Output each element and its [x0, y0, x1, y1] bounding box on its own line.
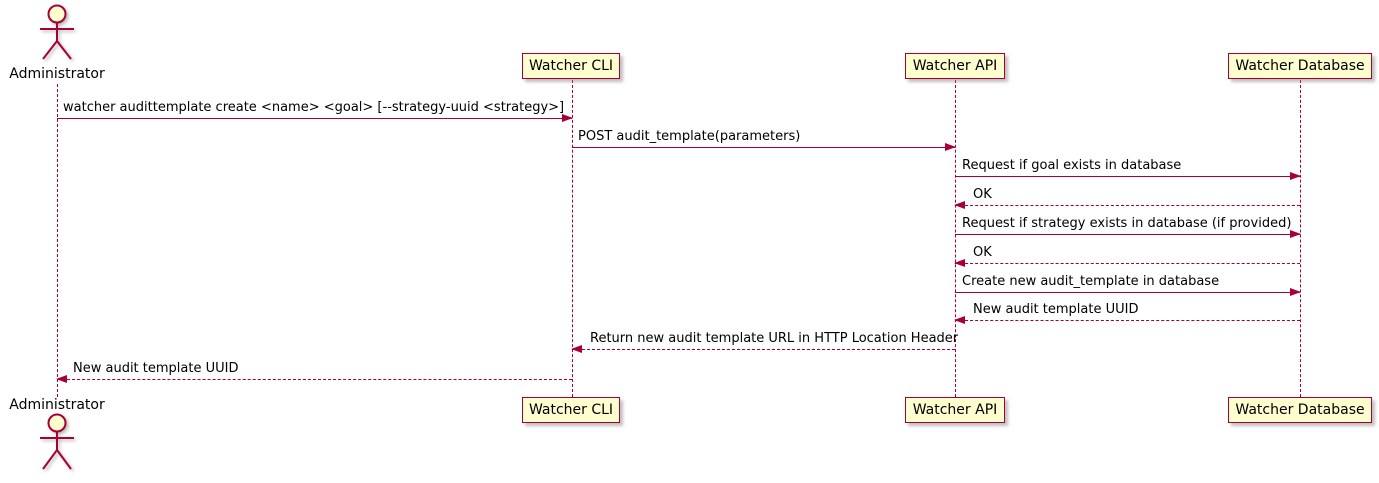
- message-arrow: [572, 143, 956, 151]
- message-arrow: [955, 172, 1301, 180]
- message-arrow: [56, 375, 572, 383]
- lifeline-administrator: [57, 84, 58, 397]
- participant-watcher-api-top: Watcher API: [905, 53, 1005, 79]
- message-label: New audit template UUID: [73, 361, 239, 376]
- message-arrow: [954, 259, 1300, 267]
- message-label: Create new audit_template in database: [962, 274, 1220, 289]
- participant-label: Watcher CLI: [528, 58, 614, 74]
- message-label: Request if strategy exists in database (…: [962, 216, 1292, 231]
- message-label: Request if goal exists in database: [962, 158, 1182, 173]
- message-label: watcher audittemplate create <name> <goa…: [63, 100, 565, 115]
- lifeline-watcher-cli: [572, 80, 573, 397]
- message-arrow: [955, 230, 1301, 238]
- message-label: OK: [973, 245, 992, 260]
- lifeline-watcher-database: [1300, 80, 1301, 397]
- message-label: OK: [973, 187, 992, 202]
- participant-label: Watcher API: [912, 58, 998, 74]
- message-label: Return new audit template URL in HTTP Lo…: [590, 331, 959, 346]
- message-label: POST audit_template(parameters): [578, 129, 801, 144]
- participant-watcher-api-bottom: Watcher API: [905, 397, 1005, 423]
- message-arrow: [954, 201, 1300, 209]
- message-label: New audit template UUID: [973, 302, 1139, 317]
- actor-label-bottom: Administrator: [9, 397, 105, 413]
- participant-label: Watcher Database: [1235, 402, 1365, 418]
- actor-icon: [40, 4, 74, 60]
- lifeline-watcher-api: [955, 80, 956, 397]
- message-arrow: [57, 114, 573, 122]
- message-arrow: [571, 345, 955, 353]
- participant-watcher-database-bottom: Watcher Database: [1228, 397, 1372, 423]
- message-arrow: [954, 316, 1300, 324]
- participant-watcher-cli-top: Watcher CLI: [522, 53, 620, 79]
- message-arrow: [955, 288, 1301, 296]
- actor-icon: [40, 413, 74, 470]
- participant-label: Watcher CLI: [528, 402, 614, 418]
- participant-label: Watcher API: [912, 402, 998, 418]
- participant-watcher-database-top: Watcher Database: [1228, 53, 1372, 79]
- participant-label: Watcher Database: [1235, 58, 1365, 74]
- actor-label-top: Administrator: [9, 66, 105, 82]
- participant-watcher-cli-bottom: Watcher CLI: [522, 397, 620, 423]
